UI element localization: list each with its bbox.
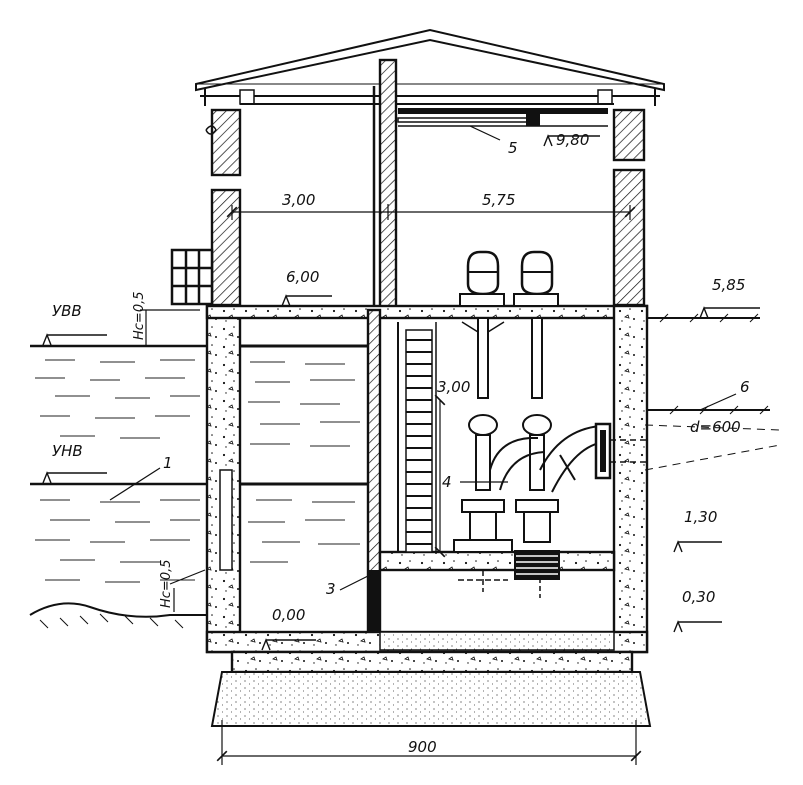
elev-bottom-right-label: 0,30	[682, 588, 715, 606]
uvv-label: УВВ	[52, 302, 82, 320]
pump-unit-right	[513, 250, 560, 598]
dim-right-label: 5,75	[482, 191, 515, 209]
elev-crane-label: 9,80	[556, 131, 589, 149]
mark-5-label: 5	[508, 139, 518, 157]
discharge-pipes	[489, 422, 650, 493]
river-water	[29, 344, 210, 629]
elev-floor-label: 6,00	[286, 268, 319, 286]
side-window	[170, 248, 214, 306]
mark-4-label: 4	[442, 473, 452, 491]
dim-pump-label: 3,00	[437, 378, 470, 396]
roof	[195, 28, 665, 106]
dimension-lines	[42, 125, 760, 765]
mark-1-label: 1	[163, 454, 173, 472]
elev-ground-right-label: 5,85	[712, 276, 745, 294]
superstructure-walls	[205, 58, 646, 312]
forebay-water	[240, 344, 368, 563]
substructure	[205, 304, 781, 727]
pipe-diameter-label: d=600	[690, 418, 741, 436]
width-base-label: 900	[408, 738, 437, 756]
unv-label: УНВ	[52, 442, 83, 460]
pump-unit-left	[453, 250, 513, 592]
freeboard-bottom-label: Нс=0,5	[159, 560, 174, 609]
freeboard-top-label: Нс=0,5	[132, 292, 147, 341]
labels: 3,00 5,75 9,80 5 6,00 5,85 УВВ Нс=0,5 УН…	[52, 131, 750, 756]
dim-left-label: 3,00	[282, 191, 315, 209]
trash-rack	[397, 322, 437, 553]
elev-pump-floor-label: 1,30	[684, 508, 717, 526]
mark-6-label: 6	[740, 378, 750, 396]
crane-beam	[397, 108, 608, 127]
mark-3-label: 3	[326, 580, 336, 598]
elev-zero-label: 0,00	[272, 606, 305, 624]
